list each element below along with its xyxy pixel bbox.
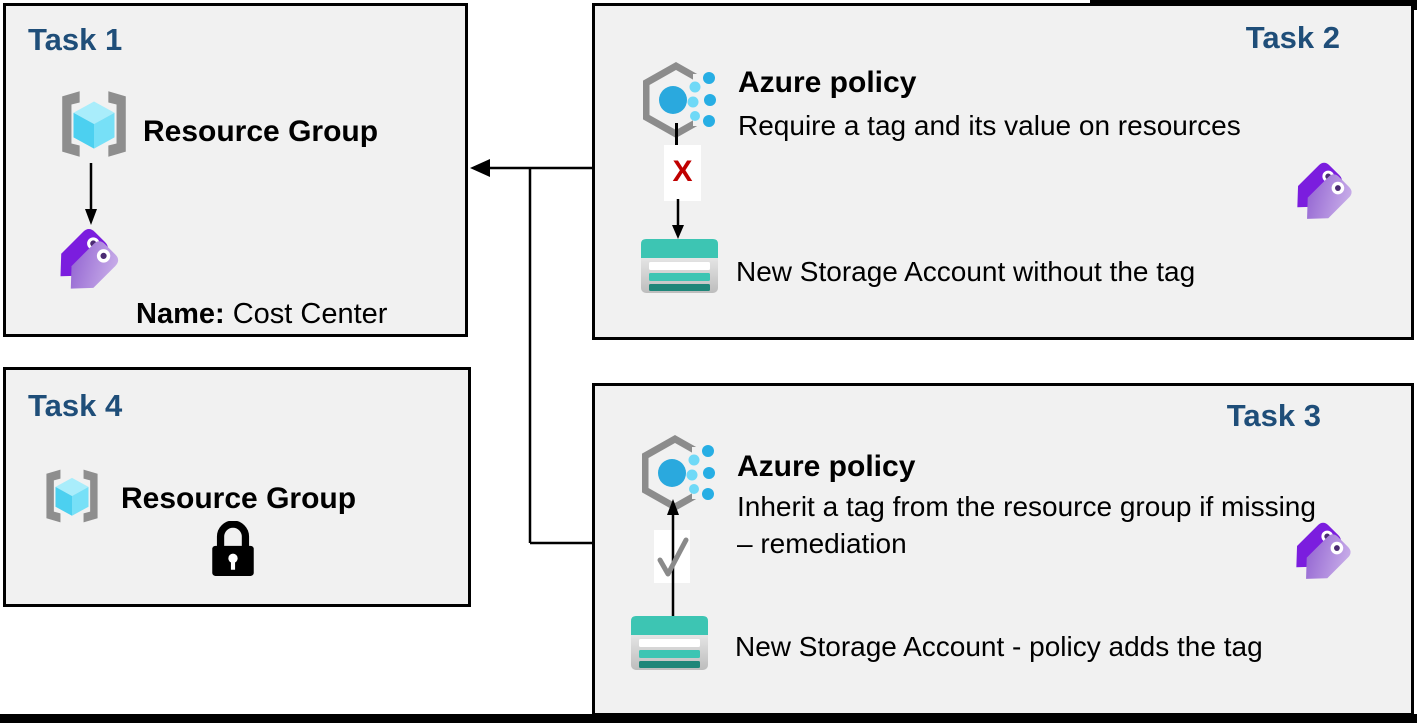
policy-stem-line	[675, 123, 678, 149]
task4-title: Task 4	[28, 388, 123, 423]
reject-strip: X	[664, 145, 701, 201]
task2-policy-subtitle: Require a tag and its value on resources	[738, 110, 1241, 141]
task2-title: Task 2	[1245, 20, 1340, 55]
azure-policy-icon	[643, 61, 719, 139]
azure-policy-icon	[642, 434, 718, 512]
storage-account-icon	[631, 616, 708, 670]
task3-box: Task 3 Azure policy Inherit a tag from t…	[592, 383, 1414, 716]
tag-icon	[1297, 162, 1352, 219]
task1-title: Task 1	[28, 22, 123, 57]
task2-box: Task 2 Azure policy Require a tag and it…	[592, 3, 1414, 340]
task4-box: Task 4 Resource Group	[3, 367, 471, 607]
tag-icon	[1296, 522, 1351, 579]
resource-group-icon	[46, 469, 98, 523]
resource-group-icon	[62, 91, 126, 157]
bottom-edge-bar	[0, 714, 1417, 723]
task2-policy-title: Azure policy	[738, 66, 917, 99]
task3-title: Task 3	[1226, 398, 1321, 433]
tag-name-line: Name: Cost Center	[136, 298, 388, 330]
task1-box: Task 1 Resource Group	[3, 3, 468, 435]
tag-icon	[60, 228, 119, 289]
storage-account-icon	[641, 239, 718, 293]
arrowhead-into-task1	[470, 159, 490, 177]
arrow-down-icon	[85, 163, 97, 225]
task3-policy-subtitle: Inherit a tag from the resource group if…	[737, 491, 1316, 559]
x-mark: X	[672, 155, 693, 188]
task2-storage-label: New Storage Account without the tag	[736, 256, 1196, 287]
task3-storage-label: New Storage Account - policy adds the ta…	[735, 631, 1263, 662]
arrow-down-icon	[672, 199, 684, 239]
task4-resource-group-label: Resource Group	[121, 482, 357, 515]
lock-icon	[212, 521, 254, 576]
task1-resource-group-label: Resource Group	[143, 115, 379, 148]
task3-policy-title: Azure policy	[737, 450, 916, 483]
check-icon	[657, 537, 689, 577]
